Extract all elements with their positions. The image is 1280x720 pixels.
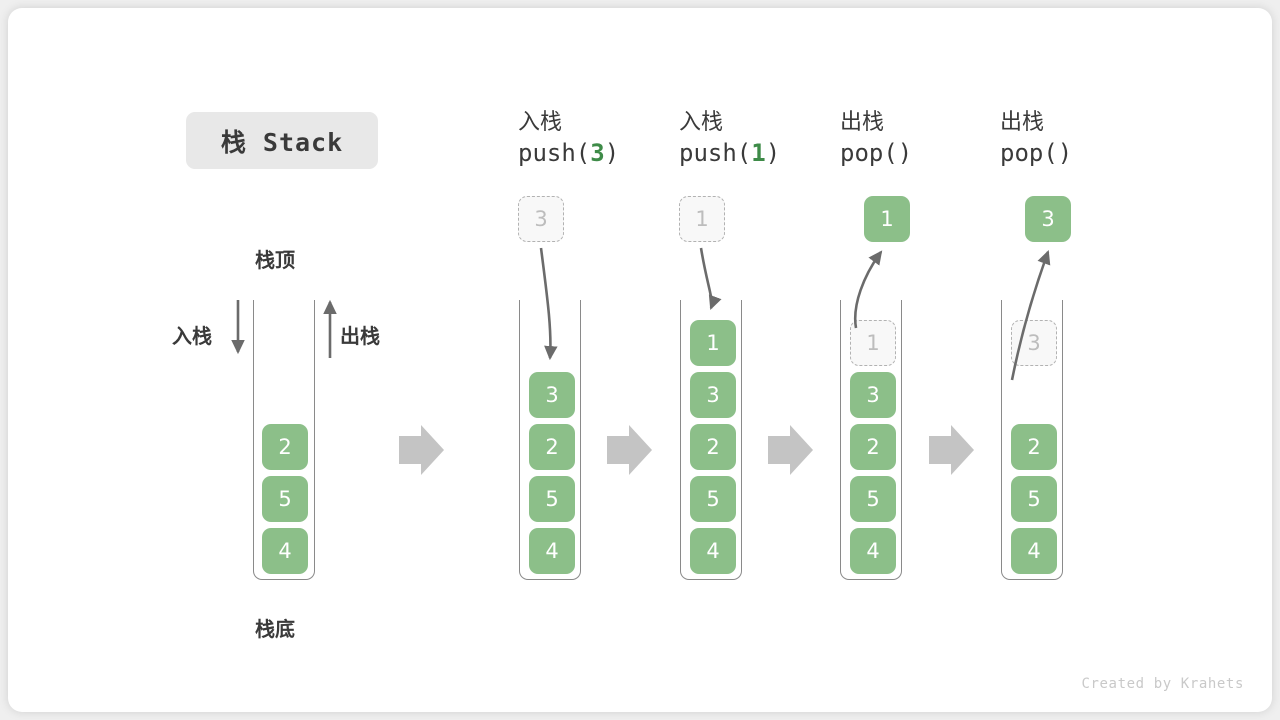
ghost-cell-outside-push-3: 3 bbox=[518, 196, 564, 242]
step-header-op-push-1: push(1) bbox=[679, 139, 781, 168]
step-op-arg-push-3: 3 bbox=[590, 139, 605, 168]
credit-text: Created by Krahets bbox=[1081, 676, 1244, 692]
step-header-cn-pop-3: 出栈 bbox=[1000, 110, 1045, 135]
stack-cell-pop-1-5: 5 bbox=[850, 476, 896, 522]
stack-cell-pop-3-4: 4 bbox=[1011, 528, 1057, 574]
ghost-cell-outside-push-1: 1 bbox=[679, 196, 725, 242]
stack-cell-push-1-3: 3 bbox=[690, 372, 736, 418]
step-header-cn-push-1: 入栈 bbox=[679, 110, 724, 135]
stack-container-push-1 bbox=[680, 300, 742, 580]
ghost-cell-inside-pop-1: 1 bbox=[850, 320, 896, 366]
stack-cell-push-3-2: 2 bbox=[529, 424, 575, 470]
stack-cell-pop-1-3: 3 bbox=[850, 372, 896, 418]
stack-title-chip: 栈 Stack bbox=[186, 112, 378, 169]
stack-container-initial bbox=[253, 300, 315, 580]
stack-cell-push-1-4: 4 bbox=[690, 528, 736, 574]
stack-cell-initial-5: 5 bbox=[262, 476, 308, 522]
step-header-op-push-3: push(3) bbox=[518, 139, 620, 168]
stack-cell-push-1-1: 1 bbox=[690, 320, 736, 366]
step-header-pop-3: 出栈 pop() bbox=[1000, 108, 1180, 170]
step-op-arg-push-1: 1 bbox=[751, 139, 766, 168]
step-header-push-1: 入栈 push(1) bbox=[679, 108, 859, 170]
popped-cell-pop-1: 1 bbox=[864, 196, 910, 242]
stack-container-push-3 bbox=[519, 300, 581, 580]
stack-cell-initial-4: 4 bbox=[262, 528, 308, 574]
step-header-op-pop-1: pop() bbox=[840, 139, 913, 168]
step-header-pop-1: 出栈 pop() bbox=[840, 108, 1020, 170]
stack-cell-push-3-5: 5 bbox=[529, 476, 575, 522]
step-header-push-3: 入栈 push(3) bbox=[518, 108, 698, 170]
step-header-cn-push-3: 入栈 bbox=[518, 110, 563, 135]
push-direction-label: 入栈 bbox=[172, 324, 212, 348]
stack-container-pop-1 bbox=[840, 300, 902, 580]
pop-direction-label: 出栈 bbox=[340, 324, 380, 348]
stack-cell-pop-3-5: 5 bbox=[1011, 476, 1057, 522]
stack-cell-pop-1-2: 2 bbox=[850, 424, 896, 470]
step-header-op-pop-3: pop() bbox=[1000, 139, 1073, 168]
stack-bottom-label: 栈底 bbox=[255, 617, 295, 641]
popped-cell-pop-3: 3 bbox=[1025, 196, 1071, 242]
stack-container-pop-3 bbox=[1001, 300, 1063, 580]
stack-top-label: 栈顶 bbox=[255, 248, 295, 272]
stack-cell-initial-2: 2 bbox=[262, 424, 308, 470]
stack-cell-push-3-3: 3 bbox=[529, 372, 575, 418]
stack-cell-push-1-5: 5 bbox=[690, 476, 736, 522]
ghost-cell-inside-pop-3: 3 bbox=[1011, 320, 1057, 366]
stack-cell-push-1-2: 2 bbox=[690, 424, 736, 470]
step-header-cn-pop-1: 出栈 bbox=[840, 110, 885, 135]
stack-cell-push-3-4: 4 bbox=[529, 528, 575, 574]
stack-cell-pop-3-2: 2 bbox=[1011, 424, 1057, 470]
stack-cell-pop-1-4: 4 bbox=[850, 528, 896, 574]
